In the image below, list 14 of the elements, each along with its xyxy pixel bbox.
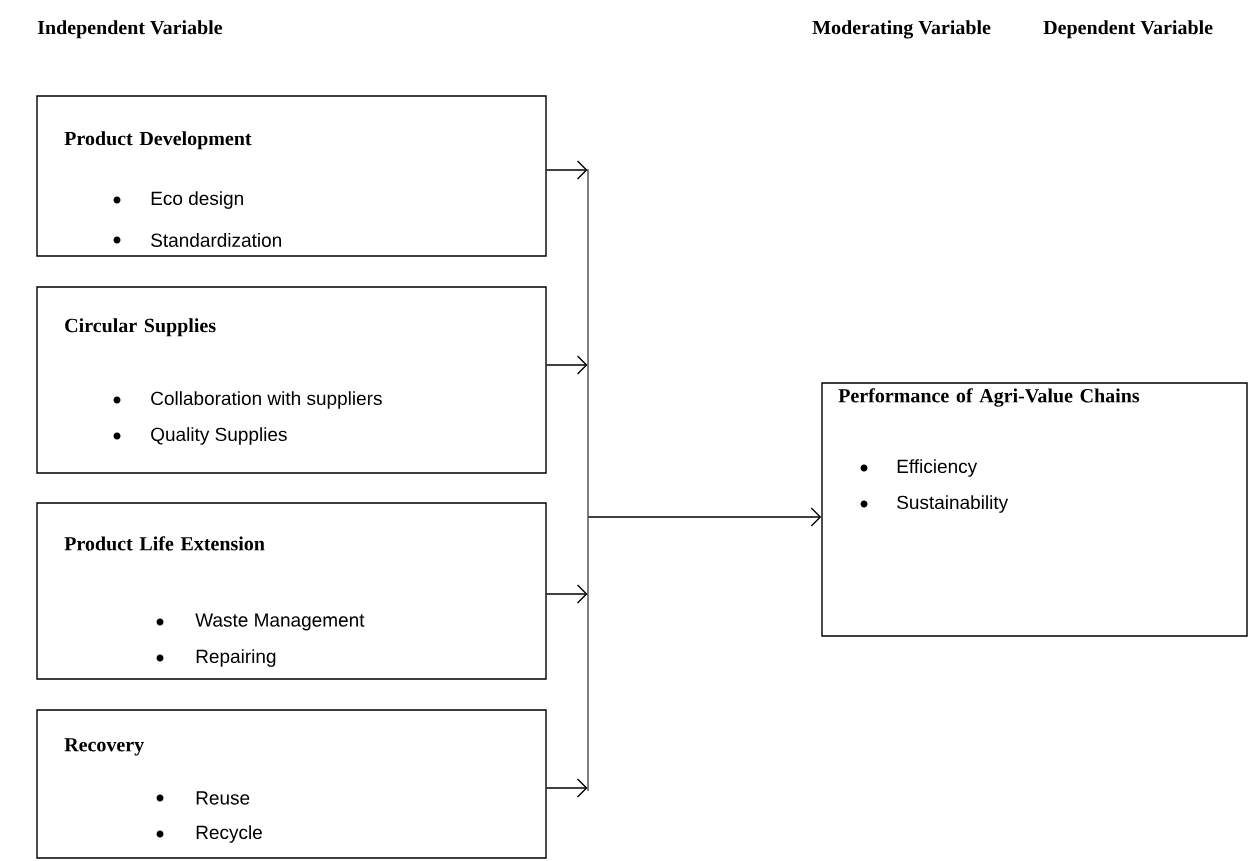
text-box: Recovery Reuse Recycle: [36, 709, 547, 859]
text-box: Product Development Eco design Standardization: [36, 95, 547, 257]
column-heading: Independent Variable: [37, 20, 223, 39]
arrow: [546, 584, 588, 604]
arrow: [546, 778, 588, 798]
arrow: [546, 355, 588, 375]
arrow: [587, 507, 822, 527]
text-box: Circular Supplies Collaboration with suppliers Quality Supplies: [36, 286, 547, 474]
text-box: Performance of Agri-Value Chains Efficiency Sustainability: [821, 382, 1248, 637]
column-heading: Dependent Variable: [1043, 20, 1213, 39]
arrow: [546, 160, 588, 180]
text-box: Product Life Extension Waste Management Repairing: [36, 502, 547, 680]
merge-line: [587, 168, 589, 792]
column-heading: Moderating Variable: [812, 20, 991, 39]
